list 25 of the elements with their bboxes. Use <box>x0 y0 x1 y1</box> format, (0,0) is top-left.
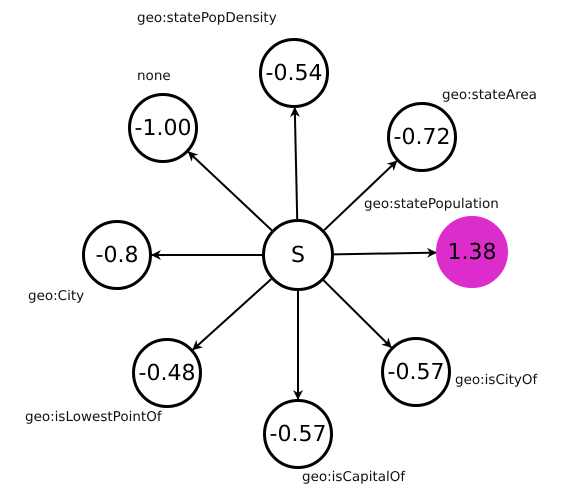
node-label: geo:isLowestPointOf <box>25 409 162 425</box>
node-label: geo:City <box>28 288 84 304</box>
node-label: geo:stateArea <box>442 87 537 103</box>
arrow <box>334 248 437 258</box>
arrow <box>188 151 272 232</box>
node-label: geo:isCityOf <box>455 372 538 388</box>
node-label: geo:statePopDensity <box>137 10 277 26</box>
node-label: geo:isCapitalOf <box>302 469 406 485</box>
node-circle: -0.57 <box>381 337 451 407</box>
node-circle: -0.8 <box>82 220 152 290</box>
node-circle: -0.54 <box>259 38 329 108</box>
highlighted-node-circle: 1.38 <box>436 216 508 288</box>
node-circle: -0.57 <box>263 399 333 469</box>
node-label: geo:statePopulation <box>364 196 499 212</box>
node-circle: -1.00 <box>128 93 198 163</box>
node-circle: S <box>262 219 334 291</box>
arrow <box>293 291 303 400</box>
arrow <box>151 250 262 260</box>
node-circle: -0.48 <box>132 338 202 408</box>
arrow <box>323 160 398 231</box>
arrow <box>290 107 300 220</box>
arrow <box>192 278 272 350</box>
node-circle: -0.72 <box>387 102 457 172</box>
node-label: none <box>137 68 171 84</box>
arrow <box>322 280 392 348</box>
